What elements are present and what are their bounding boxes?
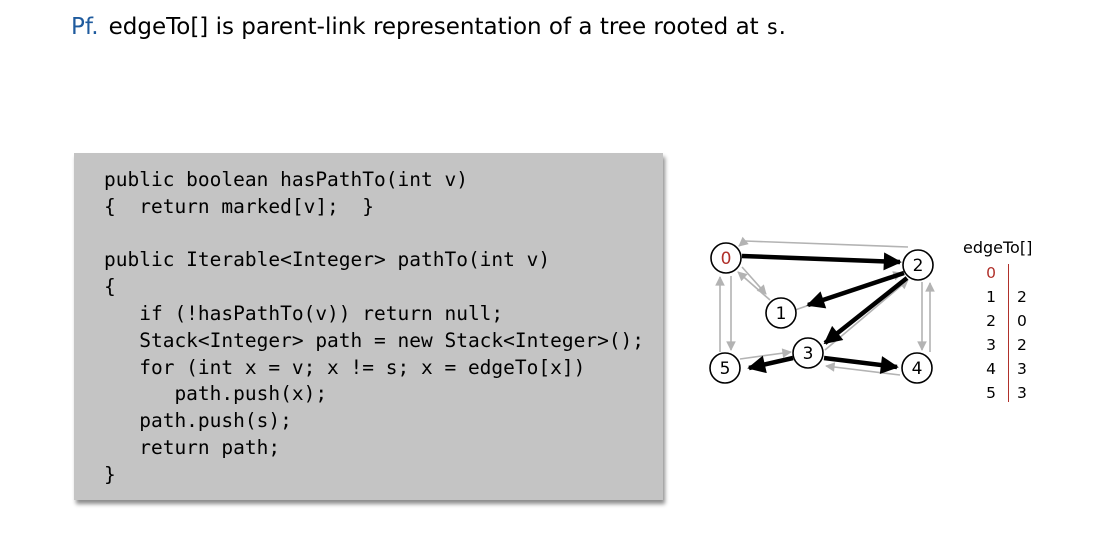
edgeto-row: 3 2 [986, 336, 1046, 360]
edgeto-index: 4 [986, 360, 996, 378]
node-1-label: 1 [776, 304, 787, 324]
edgeto-index: 2 [986, 312, 996, 330]
node-2-label: 2 [913, 256, 924, 276]
edgeto-row: 2 0 [986, 312, 1046, 336]
code-line: public Iterable<Integer> pathTo(int v) [104, 248, 551, 272]
tree-edges [741, 252, 909, 374]
code-line: Stack<Integer> path = new Stack<Integer>… [104, 328, 645, 352]
node-2: 2 [902, 249, 934, 281]
heading: Pf. edgeTo[] is parent-link representatio… [71, 14, 786, 40]
tree-edge-3-5 [747, 355, 794, 374]
tree-edge-3-4 [823, 355, 899, 374]
node-0-label: 0 [721, 249, 732, 269]
code-line: for (int x = v; x != s; x = edgeTo[x]) [104, 355, 586, 379]
code-line: if (!hasPathTo(v)) return null; [104, 301, 504, 325]
edgeto-index: 0 [986, 264, 996, 282]
code-line: { return marked[v]; } [104, 194, 375, 218]
node-3-label: 3 [803, 344, 814, 364]
code-block: public boolean hasPathTo(int v) { return … [104, 167, 644, 489]
tree-edge-2-1 [806, 270, 905, 309]
heading-text: edgeTo[] is parent-link representation o… [108, 14, 766, 40]
edgeto-index: 1 [986, 288, 996, 306]
tree-edge-0-2 [741, 252, 902, 271]
edgeto-value: 3 [1017, 360, 1027, 378]
code-line: } [104, 462, 116, 486]
edgeto-value: 3 [1017, 384, 1027, 402]
heading-s: s [766, 15, 779, 39]
code-panel: public boolean hasPathTo(int v) { return … [74, 153, 663, 500]
edgeto-row: 1 2 [986, 288, 1046, 312]
edgeto-title: edgeTo[] [963, 238, 1033, 257]
edgeto-table: 0 1 2 2 0 3 2 4 3 5 3 [986, 264, 1046, 408]
code-line: path.push(s); [104, 409, 292, 433]
edge-3-2 [824, 279, 909, 351]
edge-2-0 [738, 236, 909, 248]
node-5: 5 [709, 352, 741, 384]
edgeto-value: 0 [1017, 312, 1027, 330]
node-5-label: 5 [720, 359, 731, 379]
node-1: 1 [765, 297, 797, 329]
edgeto-row: 0 [986, 264, 1046, 288]
node-3: 3 [792, 337, 824, 369]
node-4: 4 [901, 352, 933, 384]
edge-0-1 [741, 266, 767, 295]
code-line: return path; [104, 435, 281, 459]
node-0: 0 [710, 242, 742, 274]
code-line: path.push(x); [104, 382, 328, 406]
edgeto-value: 2 [1017, 336, 1027, 354]
tree-edge-2-3 [823, 276, 909, 345]
edgeto-value: 2 [1017, 288, 1027, 306]
edgeto-row: 5 3 [986, 384, 1046, 408]
edgeto-divider [1008, 264, 1009, 402]
heading-period: . [778, 14, 786, 40]
code-line: { [104, 275, 116, 299]
edgeto-index: 3 [986, 336, 996, 354]
edgeto-row: 4 3 [986, 360, 1046, 384]
pf-label: Pf. [71, 14, 99, 40]
edgeto-index: 5 [986, 384, 996, 402]
node-4-label: 4 [912, 359, 923, 379]
code-line: public boolean hasPathTo(int v) [104, 168, 468, 191]
edge-1-0 [737, 271, 771, 301]
